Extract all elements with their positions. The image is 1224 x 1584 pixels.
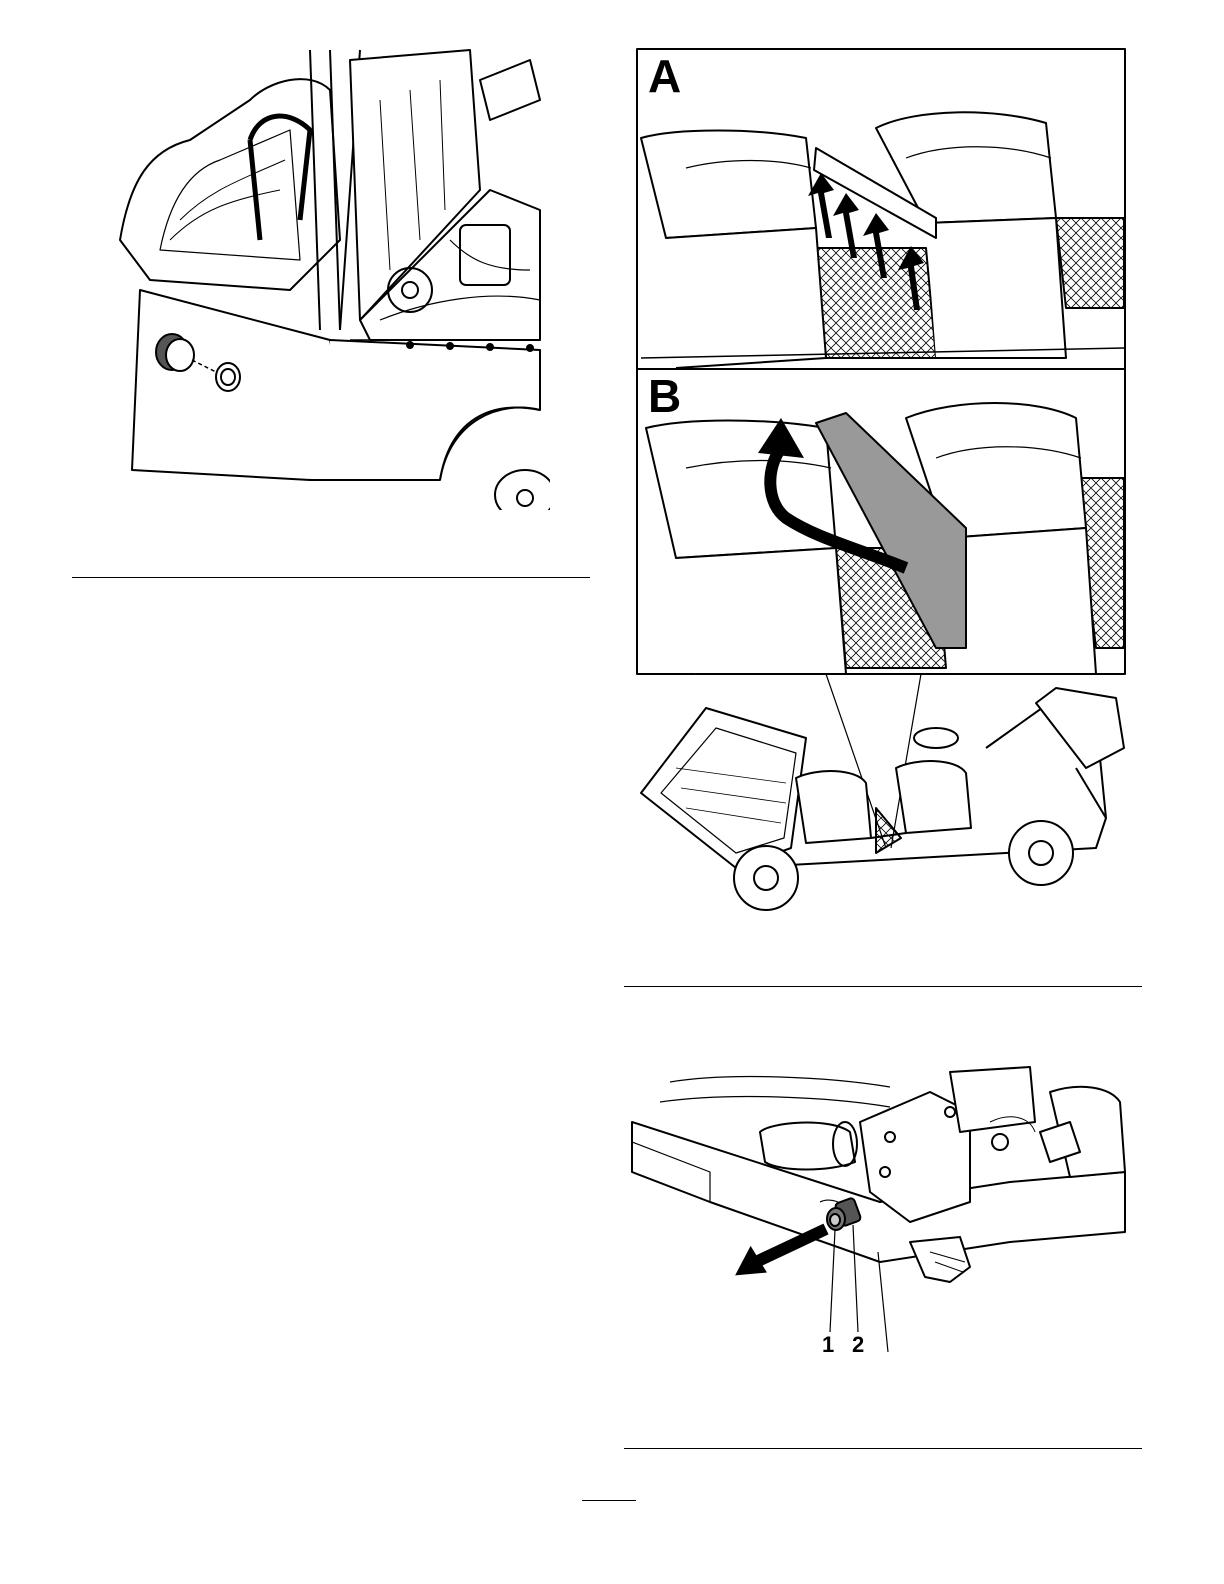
callout-2: 2: [852, 1332, 864, 1357]
figure-divider-left: [72, 577, 590, 578]
figure-divider-right-top: [624, 986, 1142, 987]
panel-letter-b: B: [648, 370, 681, 422]
callout-1: 1: [822, 1332, 834, 1357]
page-footer-rule: [582, 1500, 636, 1501]
figure-seat-lifted-cap-removal: [110, 40, 550, 510]
figure-drain-plug-removal: 1 2: [630, 1062, 1134, 1362]
figure-floor-panel-removal: A B: [636, 48, 1128, 920]
figure-divider-right-bottom: [624, 1448, 1142, 1449]
panel-letter-a: A: [648, 50, 681, 102]
